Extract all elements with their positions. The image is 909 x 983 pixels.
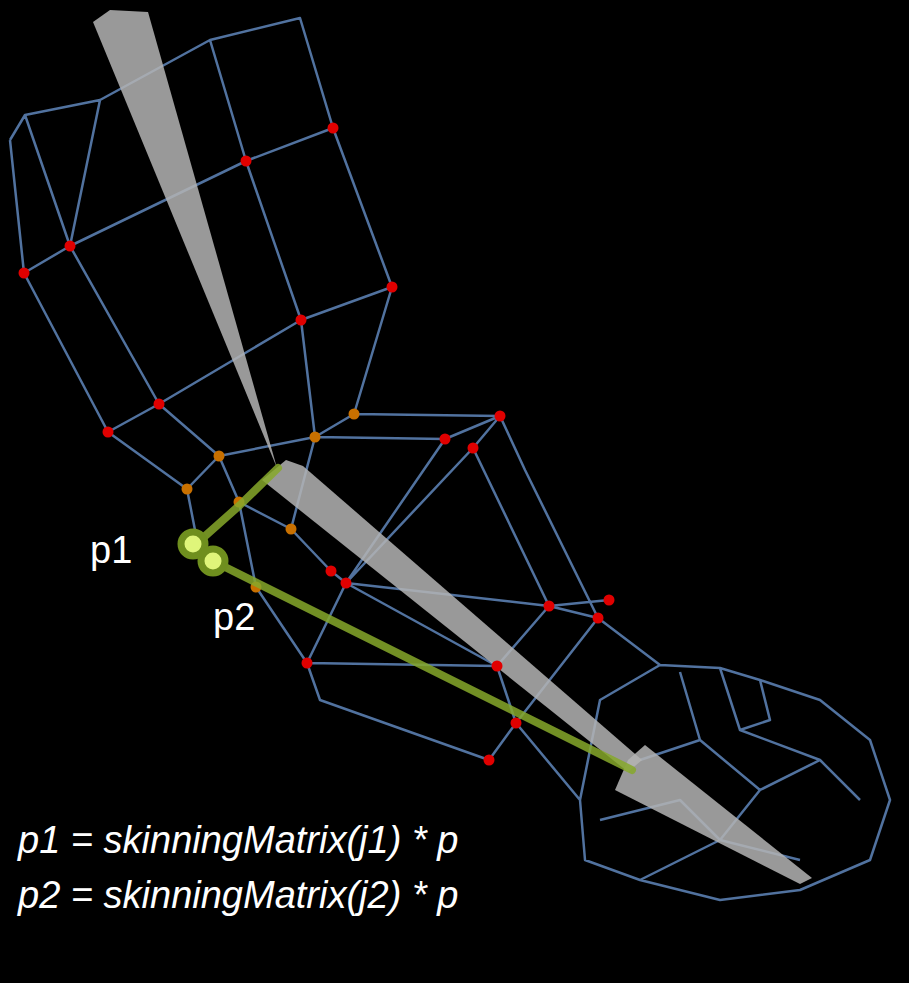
vertex-dot xyxy=(296,315,307,326)
vertex-dot xyxy=(492,661,503,672)
vertex-dot xyxy=(511,718,522,729)
vertex-dot xyxy=(593,613,604,624)
vertex-dot xyxy=(214,451,225,462)
hand-bone xyxy=(615,745,812,884)
skinned-points xyxy=(181,532,225,573)
vertex-dot xyxy=(440,434,451,445)
vertex-dot xyxy=(19,268,30,279)
vertex-dot xyxy=(328,123,339,134)
vertex-dot xyxy=(241,156,252,167)
vertex-dot xyxy=(495,411,506,422)
vertex-dot xyxy=(154,399,165,410)
link-line xyxy=(195,468,278,545)
mesh-wireframe xyxy=(10,18,890,900)
blend-dots xyxy=(182,409,360,593)
formula-text: p1 = skinningMatrix(j1) * p xyxy=(18,820,458,862)
vertex-dot xyxy=(182,484,193,495)
joint-links xyxy=(195,468,632,770)
point-p2 xyxy=(201,549,225,573)
vertex-dot xyxy=(484,755,495,766)
link-line xyxy=(213,561,632,770)
point-label: p2 xyxy=(213,597,255,639)
mesh-lines xyxy=(10,18,890,900)
upper-arm-bone xyxy=(93,10,277,468)
vertex-dot xyxy=(387,282,398,293)
vertex-dots xyxy=(19,123,615,766)
vertex-dot xyxy=(286,524,297,535)
vertex-dot xyxy=(302,658,313,669)
vertex-dot xyxy=(310,432,321,443)
vertex-dot xyxy=(341,578,352,589)
vertex-dot xyxy=(349,409,360,420)
vertex-dot xyxy=(604,595,615,606)
vertex-dot xyxy=(103,427,114,438)
bones xyxy=(93,10,812,884)
vertex-dot xyxy=(326,566,337,577)
vertex-dot xyxy=(65,241,76,252)
point-label: p1 xyxy=(90,530,132,572)
vertex-dot xyxy=(544,601,555,612)
vertex-dot xyxy=(468,443,479,454)
formula-text: p2 = skinningMatrix(j2) * p xyxy=(18,875,458,917)
